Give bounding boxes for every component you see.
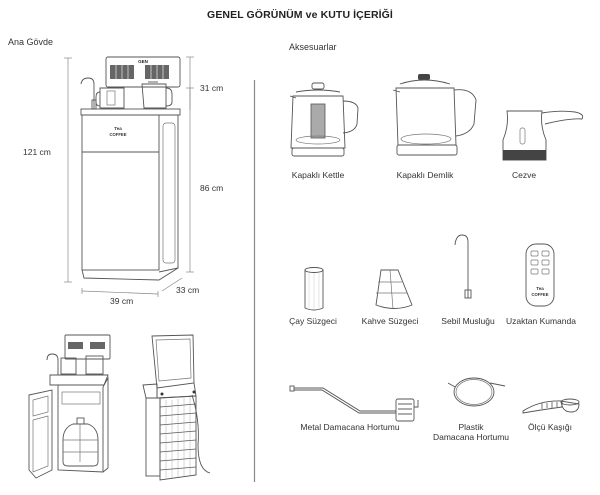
dimension-total-height: 121 cm	[23, 147, 51, 157]
main-body-section-label: Ana Gövde	[8, 37, 54, 47]
accessory-label-plastic-hose-line2: Damacana Hortumu	[432, 432, 510, 442]
remote-logo-coffee: COFFEE	[532, 292, 549, 297]
accessory-label-spoon: Ölçü Kaşığı	[528, 422, 572, 432]
dimension-lines	[64, 56, 194, 297]
dimension-depth: 33 cm	[176, 285, 200, 295]
dimension-cabinet-height: 86 cm	[200, 183, 224, 193]
accessories-section-label: Aksesuarlar	[289, 42, 337, 52]
remote-logo-tea: Tea	[536, 286, 544, 291]
logo-tea-text: Tea	[114, 126, 122, 131]
accessory-label-cezve: Cezve	[511, 170, 537, 180]
accessory-label-faucet: Sebil Musluğu	[441, 316, 495, 326]
brand-text: GEN	[138, 59, 148, 64]
accessory-label-tea-filter: Çay Süzgeci	[289, 316, 337, 326]
dimension-width: 39 cm	[110, 296, 134, 306]
page-title: GENEL GÖRÜNÜM ve KUTU İÇERİĞİ	[207, 9, 393, 21]
accessory-label-remote: Uzaktan Kumanda	[506, 316, 576, 326]
accessory-label-metal-hose: Metal Damacana Hortumu	[300, 422, 400, 432]
accessory-label-kettle: Kapaklı Kettle	[291, 170, 345, 180]
accessory-label-plastic-hose-line1: Plastik	[458, 422, 484, 432]
logo-coffee-text: COFFEE	[110, 132, 127, 137]
accessory-label-teapot: Kapaklı Demlik	[396, 170, 454, 180]
accessory-label-coffee-filter: Kahve Süzgeci	[361, 316, 419, 326]
dimension-top-height: 31 cm	[200, 83, 224, 93]
